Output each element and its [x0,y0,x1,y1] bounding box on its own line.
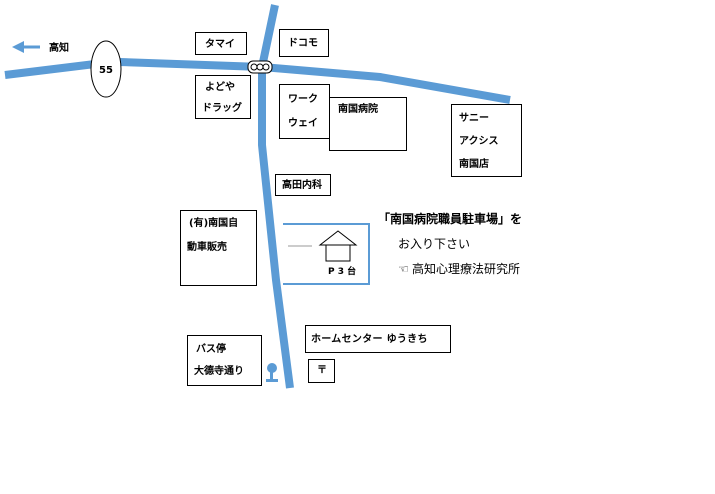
shop-label-line2: ウェイ [288,118,318,129]
bus-stop-icon [266,363,278,382]
post-office: 〒 [308,359,335,383]
home-center-yukichi: ホームセンター ゆうきち [305,325,451,353]
note-line3-wrap: ☜高知心理療法研究所 [398,260,520,277]
shop-label: タマイ [205,39,235,50]
nankoku-hospital: 南国病院 [329,97,407,151]
car-dealer: (有)南国自 動車販売 [180,210,257,286]
post-office-label: 〒 [317,365,327,376]
shop-label-line2: ドラッグ [202,103,242,114]
parking-label: P 3 台 [328,265,356,277]
pointing-hand-icon: ☜ [398,262,409,276]
takada-clinic: 高田内科 [275,174,331,196]
shop-label-line3: 南国店 [459,159,489,170]
traffic-signal-icon [247,60,273,74]
parking-lot-outline [283,223,370,285]
shop-label-line2: アクシス [459,136,499,147]
hospital-label: 南国病院 [338,104,378,115]
bus-stop-label-line1: バス停 [196,344,226,355]
shop-label: ドコモ [288,38,318,49]
direction-label: 高知 [49,41,69,54]
bus-stop-box: バス停 大德寺通り [187,335,262,386]
shop-workway: ワーク ウェイ [279,84,330,139]
dealer-label-line2: 動車販売 [187,242,227,253]
road-west-east [4,58,511,104]
arrow-left-icon [12,41,40,53]
shop-label-line1: サニー [459,113,489,124]
clinic-label: 高田内科 [282,180,322,191]
note-line2: お入り下さい [398,237,471,251]
shop-tamai: タマイ [195,32,247,55]
route-number: 55 [99,65,113,76]
shop-label-line1: よどや [205,82,235,93]
note-line1: 「南国病院職員駐車場」を [378,212,523,226]
route-55-sign [90,40,122,98]
shop-docomo: ドコモ [279,29,329,57]
road-north-south [258,4,294,389]
building-icon [318,230,358,262]
shop-sunny-axis: サニー アクシス 南国店 [451,104,522,177]
home-center-label: ホームセンター ゆうきち [311,334,428,345]
bus-stop-label-line2: 大德寺通り [194,366,244,377]
dealer-label-line1: (有)南国自 [189,218,239,229]
shop-label-line1: ワーク [288,94,318,105]
institute-name: 高知心理療法研究所 [412,262,521,276]
shop-yodoya-drug: よどや ドラッグ [195,75,251,119]
